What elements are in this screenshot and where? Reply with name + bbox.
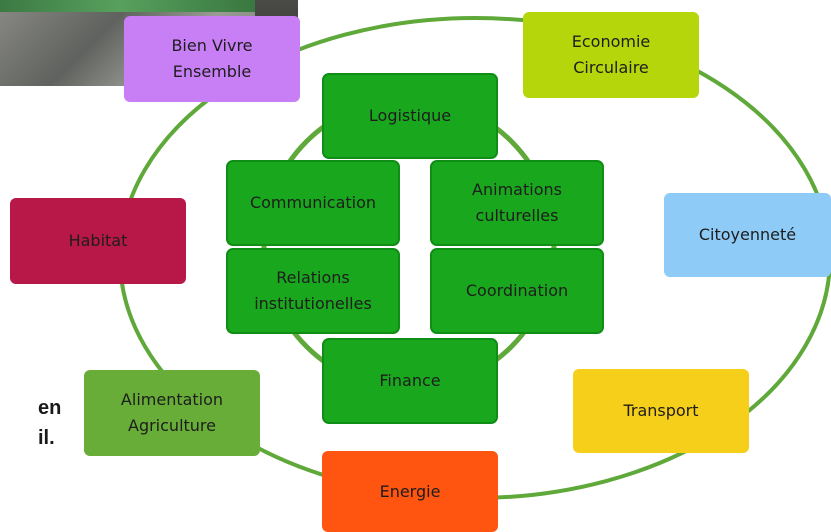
box-relations-line2: institutionelles	[254, 294, 372, 313]
partial-text-line1: en	[38, 397, 62, 419]
box-coordination-label: Coordination	[465, 281, 569, 300]
box-citoyennete: Citoyenneté	[664, 193, 831, 277]
box-transport: Transport	[573, 369, 749, 453]
box-finance: Finance	[322, 338, 498, 424]
box-finance-label: Finance	[379, 371, 441, 390]
box-citoyennete-label: Citoyenneté	[698, 225, 797, 244]
box-coordination: Coordination	[430, 248, 604, 334]
box-economie-circulaire: Economie Circulaire	[523, 12, 699, 98]
box-relations-institutionelles: Relations institutionelles	[226, 248, 400, 334]
box-bien-vivre-line1: Bien Vivre	[171, 36, 253, 55]
box-energie: Energie	[322, 451, 498, 532]
box-relations-line1: Relations	[276, 268, 350, 287]
box-habitat-label: Habitat	[68, 231, 128, 250]
box-habitat: Habitat	[10, 198, 186, 284]
box-animations-line1: Animations	[472, 180, 562, 199]
box-communication: Communication	[226, 160, 400, 246]
box-logistique: Logistique	[322, 73, 498, 159]
box-energie-label: Energie	[379, 481, 441, 501]
box-economie-line1: Economie	[571, 32, 651, 51]
box-economie-line2: Circulaire	[573, 58, 649, 77]
box-bien-vivre-ensemble: Bien Vivre Ensemble	[124, 16, 300, 102]
box-communication-label: Communication	[249, 193, 377, 212]
partial-text-line2: il.	[38, 427, 55, 449]
box-animations-culturelles: Animations culturelles	[430, 160, 604, 246]
box-alimentation-line1: Alimentation	[120, 390, 224, 409]
box-animations-line2: culturelles	[475, 206, 559, 225]
photo-awning	[0, 0, 298, 12]
box-bien-vivre-line2: Ensemble	[172, 62, 252, 81]
box-alimentation-agriculture: Alimentation Agriculture	[84, 370, 260, 456]
box-alimentation-line2: Agriculture	[128, 416, 216, 435]
box-logistique-label: Logistique	[368, 106, 452, 125]
box-transport-label: Transport	[623, 401, 699, 420]
